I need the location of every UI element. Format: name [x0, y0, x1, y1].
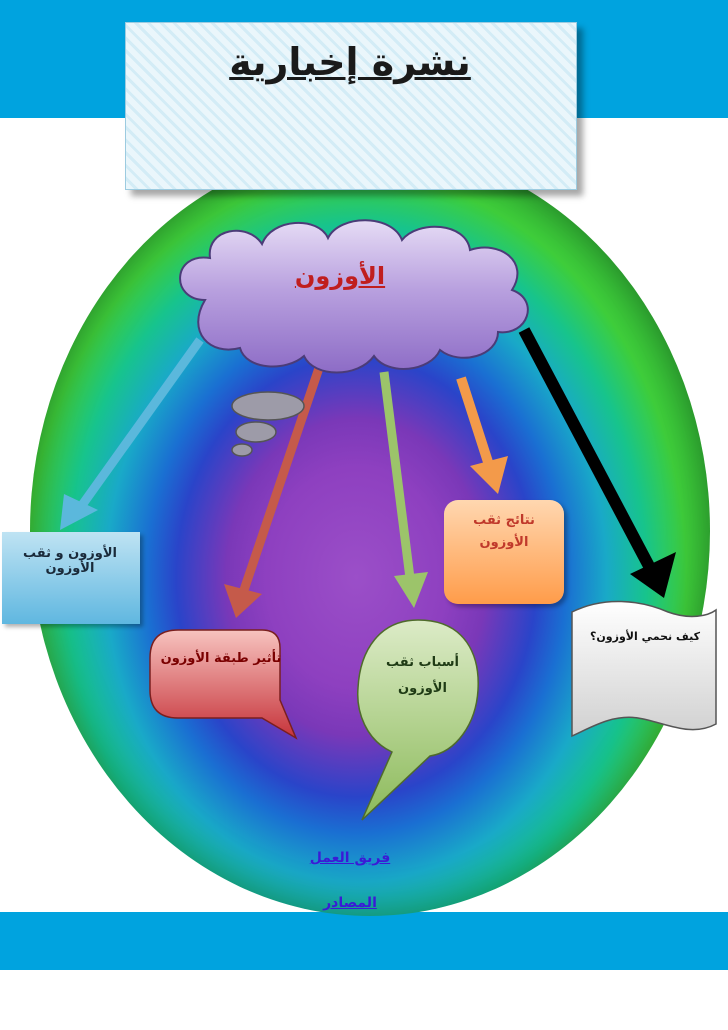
layer-effect-bubble: [149, 629, 298, 740]
hole-results-box[interactable]: [444, 500, 564, 604]
title-banner: [125, 22, 577, 190]
ozone-and-hole-label: الأوزون و ثقب الأوزون: [22, 546, 117, 576]
ozone-cloud-shape: [179, 219, 529, 457]
arrow-blue: [60, 337, 204, 530]
layer-effect-label[interactable]: تأثير طبقة الأوزون: [160, 651, 282, 666]
arrow-orange: [456, 376, 508, 494]
hole-results-label: نتائج ثقب الأوزون: [473, 513, 535, 550]
ozone-and-hole-box[interactable]: [2, 532, 140, 624]
protect-ozone-label[interactable]: كيف نحمي الأوزون؟: [590, 630, 700, 643]
protect-wave-box: [571, 600, 717, 738]
sources-link[interactable]: المصادر: [323, 895, 377, 911]
ozone-label: الأوزون: [294, 262, 386, 290]
arrow-red: [224, 363, 325, 618]
page-title: نشرة إخبارية: [229, 40, 471, 84]
arrow-green: [379, 371, 428, 608]
team-link[interactable]: فريق العمل: [309, 850, 391, 866]
causes-bubble: [357, 619, 479, 821]
bottom-color-band: [0, 912, 728, 970]
hole-causes-label[interactable]: أسباب ثقب الأوزون: [385, 655, 460, 696]
arrow-black: [518, 327, 676, 598]
